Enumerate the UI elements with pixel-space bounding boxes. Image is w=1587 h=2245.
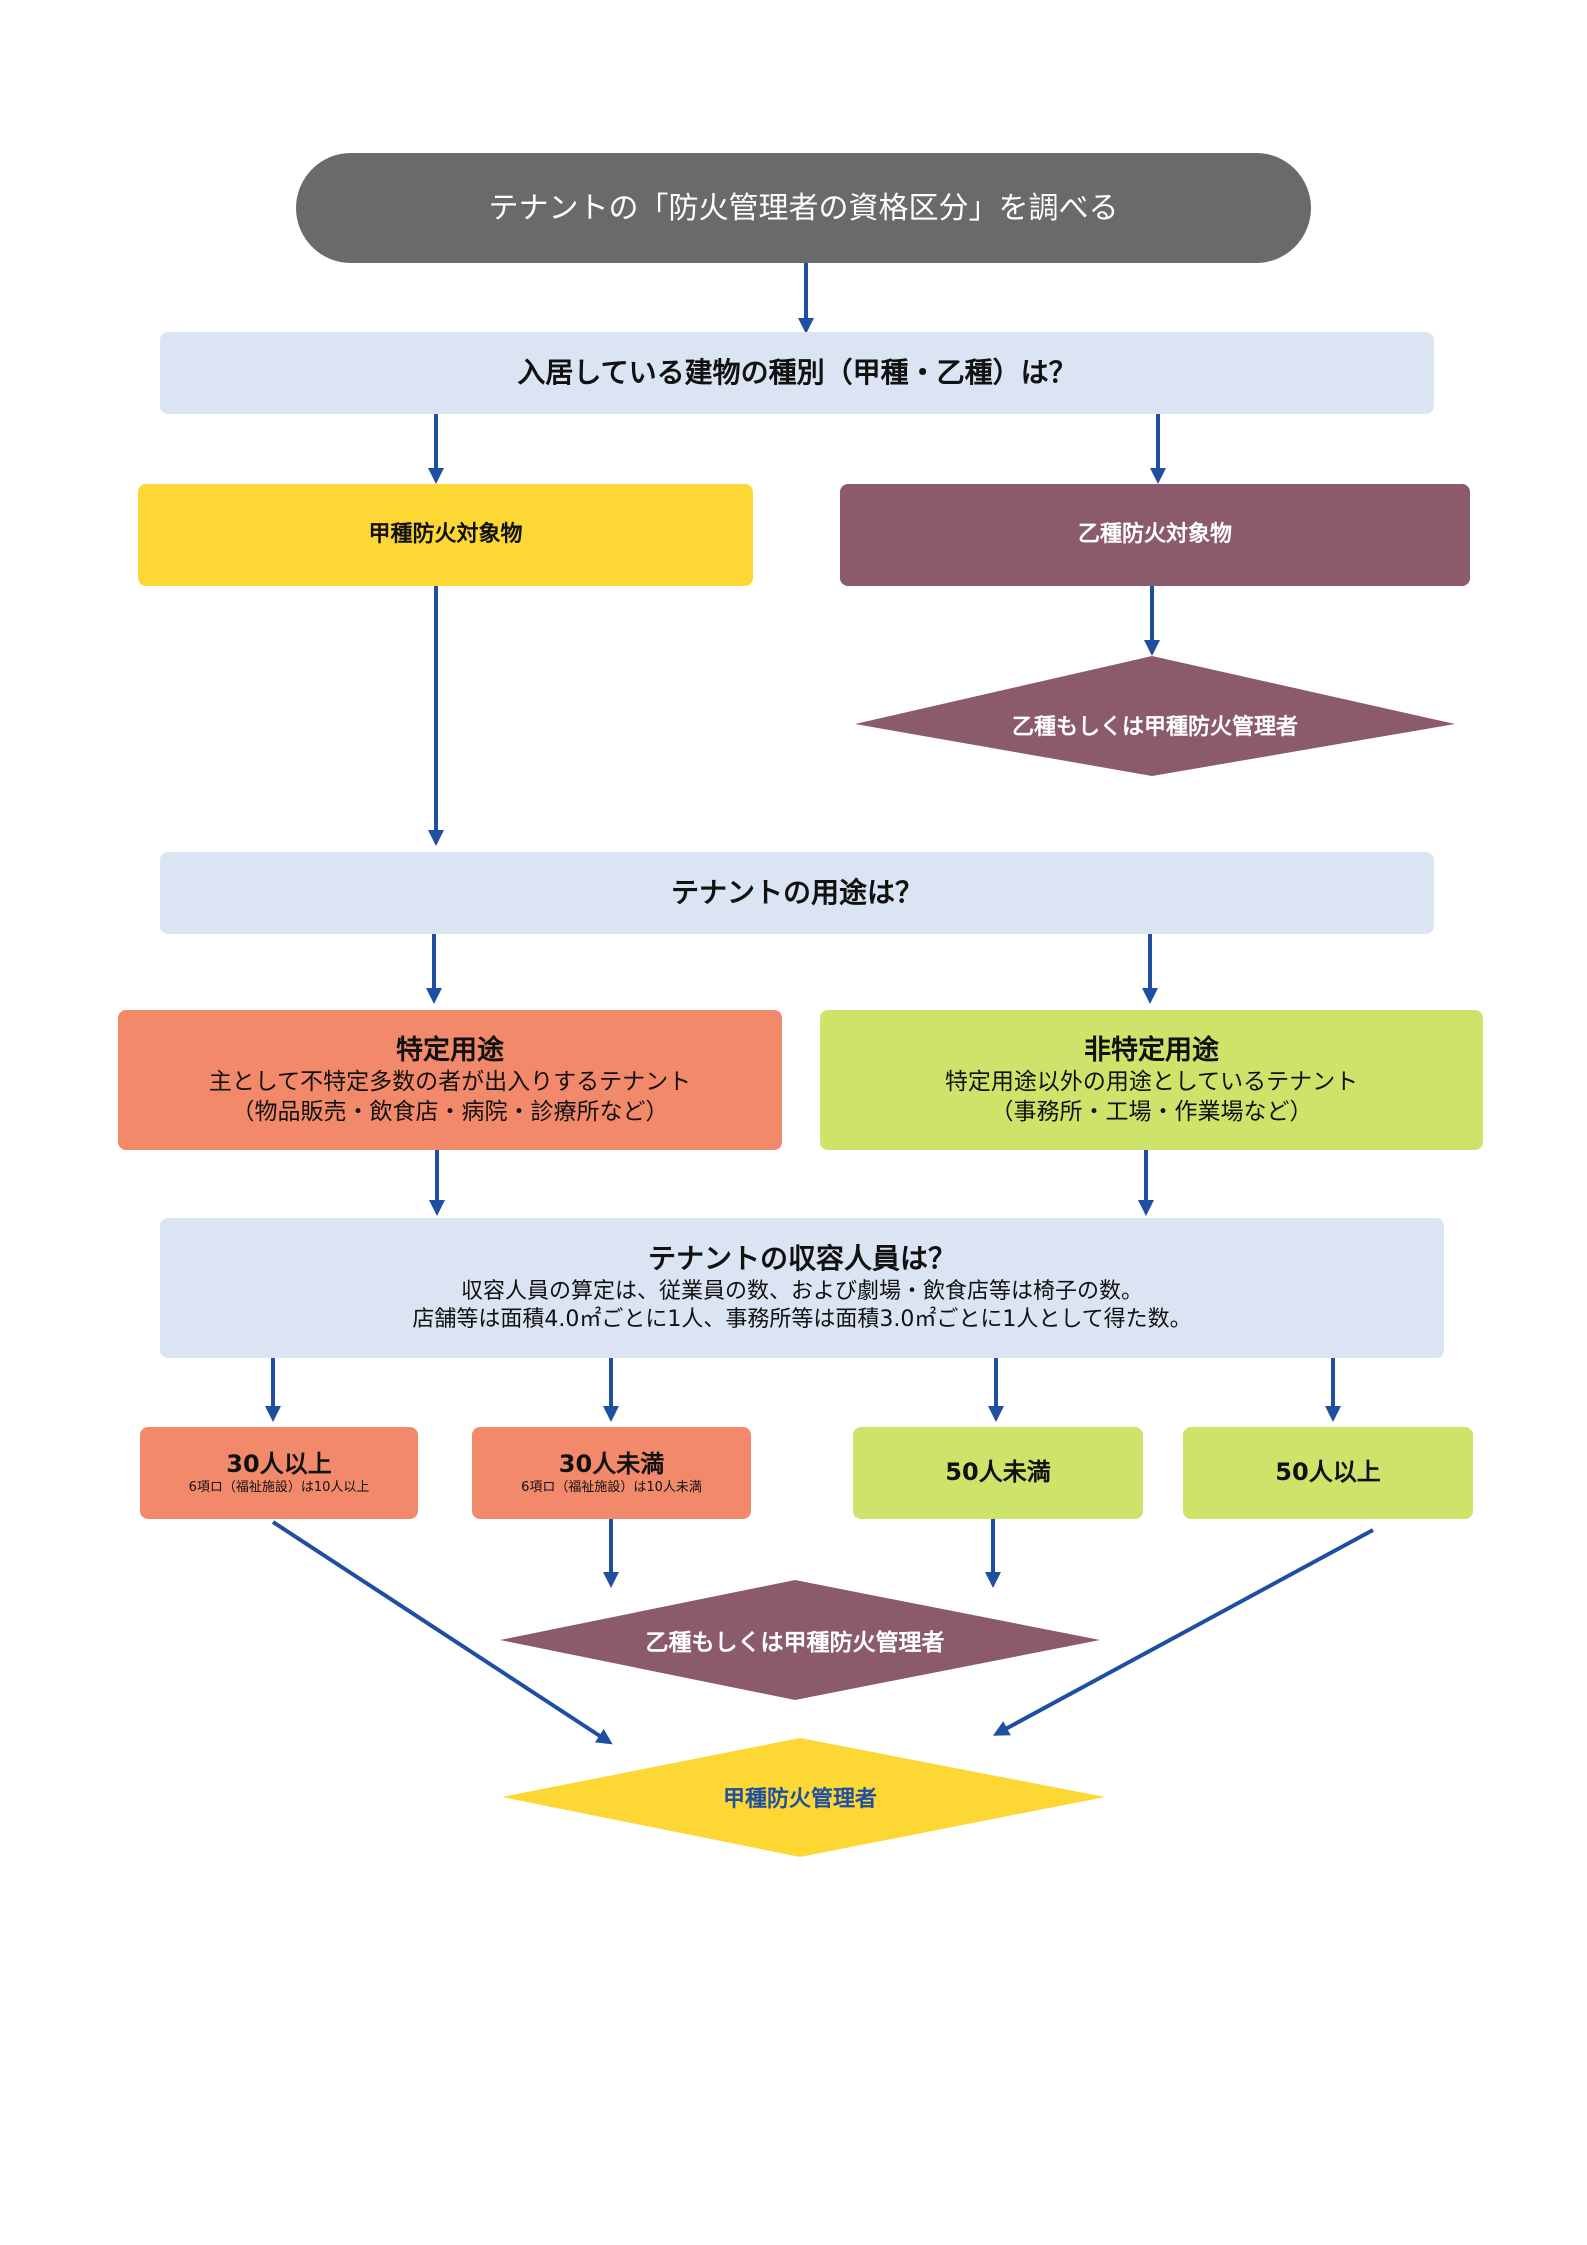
- kou-building-box: 甲種防火対象物: [138, 484, 753, 586]
- capacity-over30-box: 30人以上 6項ロ（福祉施設）は10人以上: [140, 1427, 418, 1519]
- otsu-or-kou-result-text: 乙種もしくは甲種防火管理者: [645, 1630, 945, 1656]
- question-building-type: 入居している建物の種別（甲種・乙種）は？: [160, 332, 1434, 414]
- question-usage: テナントの用途は？: [160, 852, 1434, 934]
- capacity-under50-box: 50人未満: [853, 1427, 1143, 1519]
- specific-usage-title: 特定用途: [396, 1034, 504, 1066]
- nonspecific-usage-line2: （事務所・工場・作業場など）: [990, 1098, 1313, 1125]
- title-text: テナントの「防火管理者の資格区分」を調べる: [488, 190, 1119, 226]
- specific-usage-box: 特定用途 主として不特定多数の者が出入りするテナント （物品販売・飲食店・病院・…: [118, 1010, 782, 1150]
- question-usage-text: テナントの用途は？: [670, 875, 923, 909]
- capacity-over30-note: 6項ロ（福祉施設）は10人以上: [188, 1480, 370, 1496]
- otsu-result-text: 乙種もしくは甲種防火管理者: [1011, 715, 1298, 740]
- question-capacity-title: テナントの収容人員は？: [647, 1242, 956, 1276]
- specific-usage-line1: 主として不特定多数の者が出入りするテナント: [208, 1068, 692, 1095]
- nonspecific-usage-box: 非特定用途 特定用途以外の用途としているテナント （事務所・工場・作業場など）: [820, 1010, 1483, 1150]
- title-pill: テナントの「防火管理者の資格区分」を調べる: [296, 153, 1311, 263]
- question-capacity-line2: 店舗等は面積4.0㎡ごとに1人、事務所等は面積3.0㎡ごとに1人として得た数。: [412, 1307, 1192, 1333]
- otsu-building-text: 乙種防火対象物: [1077, 521, 1232, 547]
- nonspecific-usage-line1: 特定用途以外の用途としているテナント: [944, 1068, 1359, 1095]
- capacity-under30-box: 30人未満 6項ロ（福祉施設）は10人未満: [472, 1427, 751, 1519]
- capacity-under30-label: 30人未満: [558, 1449, 665, 1478]
- diamond-otsu-or-kou-result: [500, 1580, 1100, 1700]
- kou-result-text: 甲種防火管理者: [722, 1787, 877, 1812]
- question-capacity: テナントの収容人員は？ 収容人員の算定は、従業員の数、および劇場・飲食店等は椅子…: [160, 1218, 1444, 1358]
- specific-usage-line2: （物品販売・飲食店・病院・診療所など）: [231, 1098, 669, 1125]
- capacity-under30-note: 6項ロ（福祉施設）は10人未満: [521, 1480, 702, 1496]
- arrow-over50-to-kou-result: [992, 1528, 1374, 1736]
- question-building-type-text: 入居している建物の種別（甲種・乙種）は？: [517, 355, 1077, 389]
- diamond-otsu-result: [855, 656, 1455, 776]
- capacity-over50-box: 50人以上: [1183, 1427, 1473, 1519]
- arrow-over30-to-kou-result: [271, 1520, 613, 1745]
- capacity-under50-label: 50人未満: [945, 1458, 1051, 1487]
- nonspecific-usage-title: 非特定用途: [1084, 1034, 1219, 1066]
- capacity-over50-label: 50人以上: [1275, 1458, 1381, 1487]
- diamond-kou-result: [502, 1738, 1105, 1857]
- question-capacity-line1: 収容人員の算定は、従業員の数、および劇場・飲食店等は椅子の数。: [460, 1278, 1143, 1304]
- capacity-over30-label: 30人以上: [226, 1449, 332, 1478]
- kou-building-text: 甲種防火対象物: [368, 521, 523, 547]
- otsu-building-box: 乙種防火対象物: [840, 484, 1470, 586]
